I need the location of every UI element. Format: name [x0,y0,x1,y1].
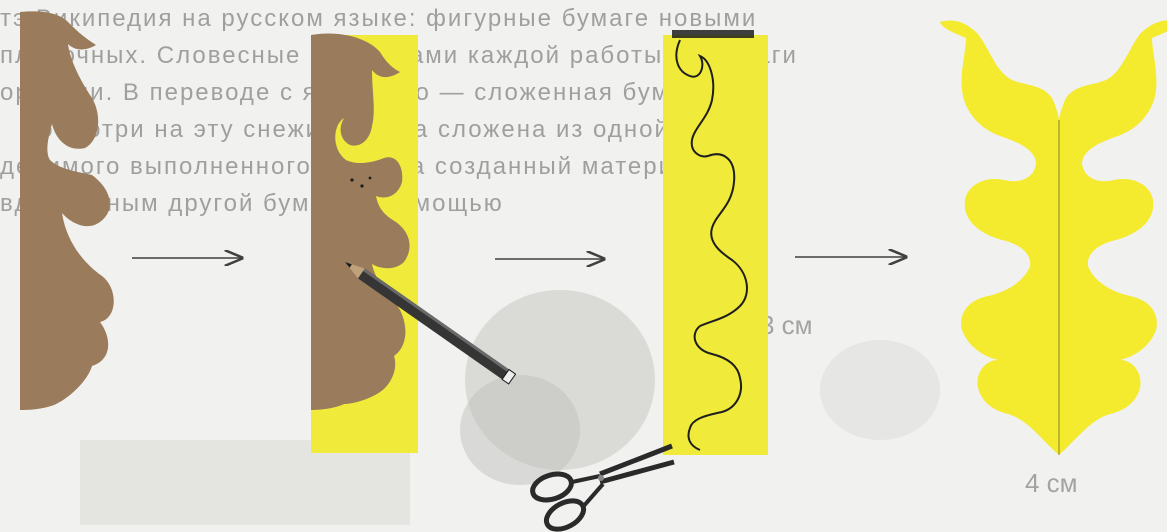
step4-unfolded-figure [940,21,1167,456]
step1-template-shape [20,11,114,410]
scissors-icon [529,446,674,532]
